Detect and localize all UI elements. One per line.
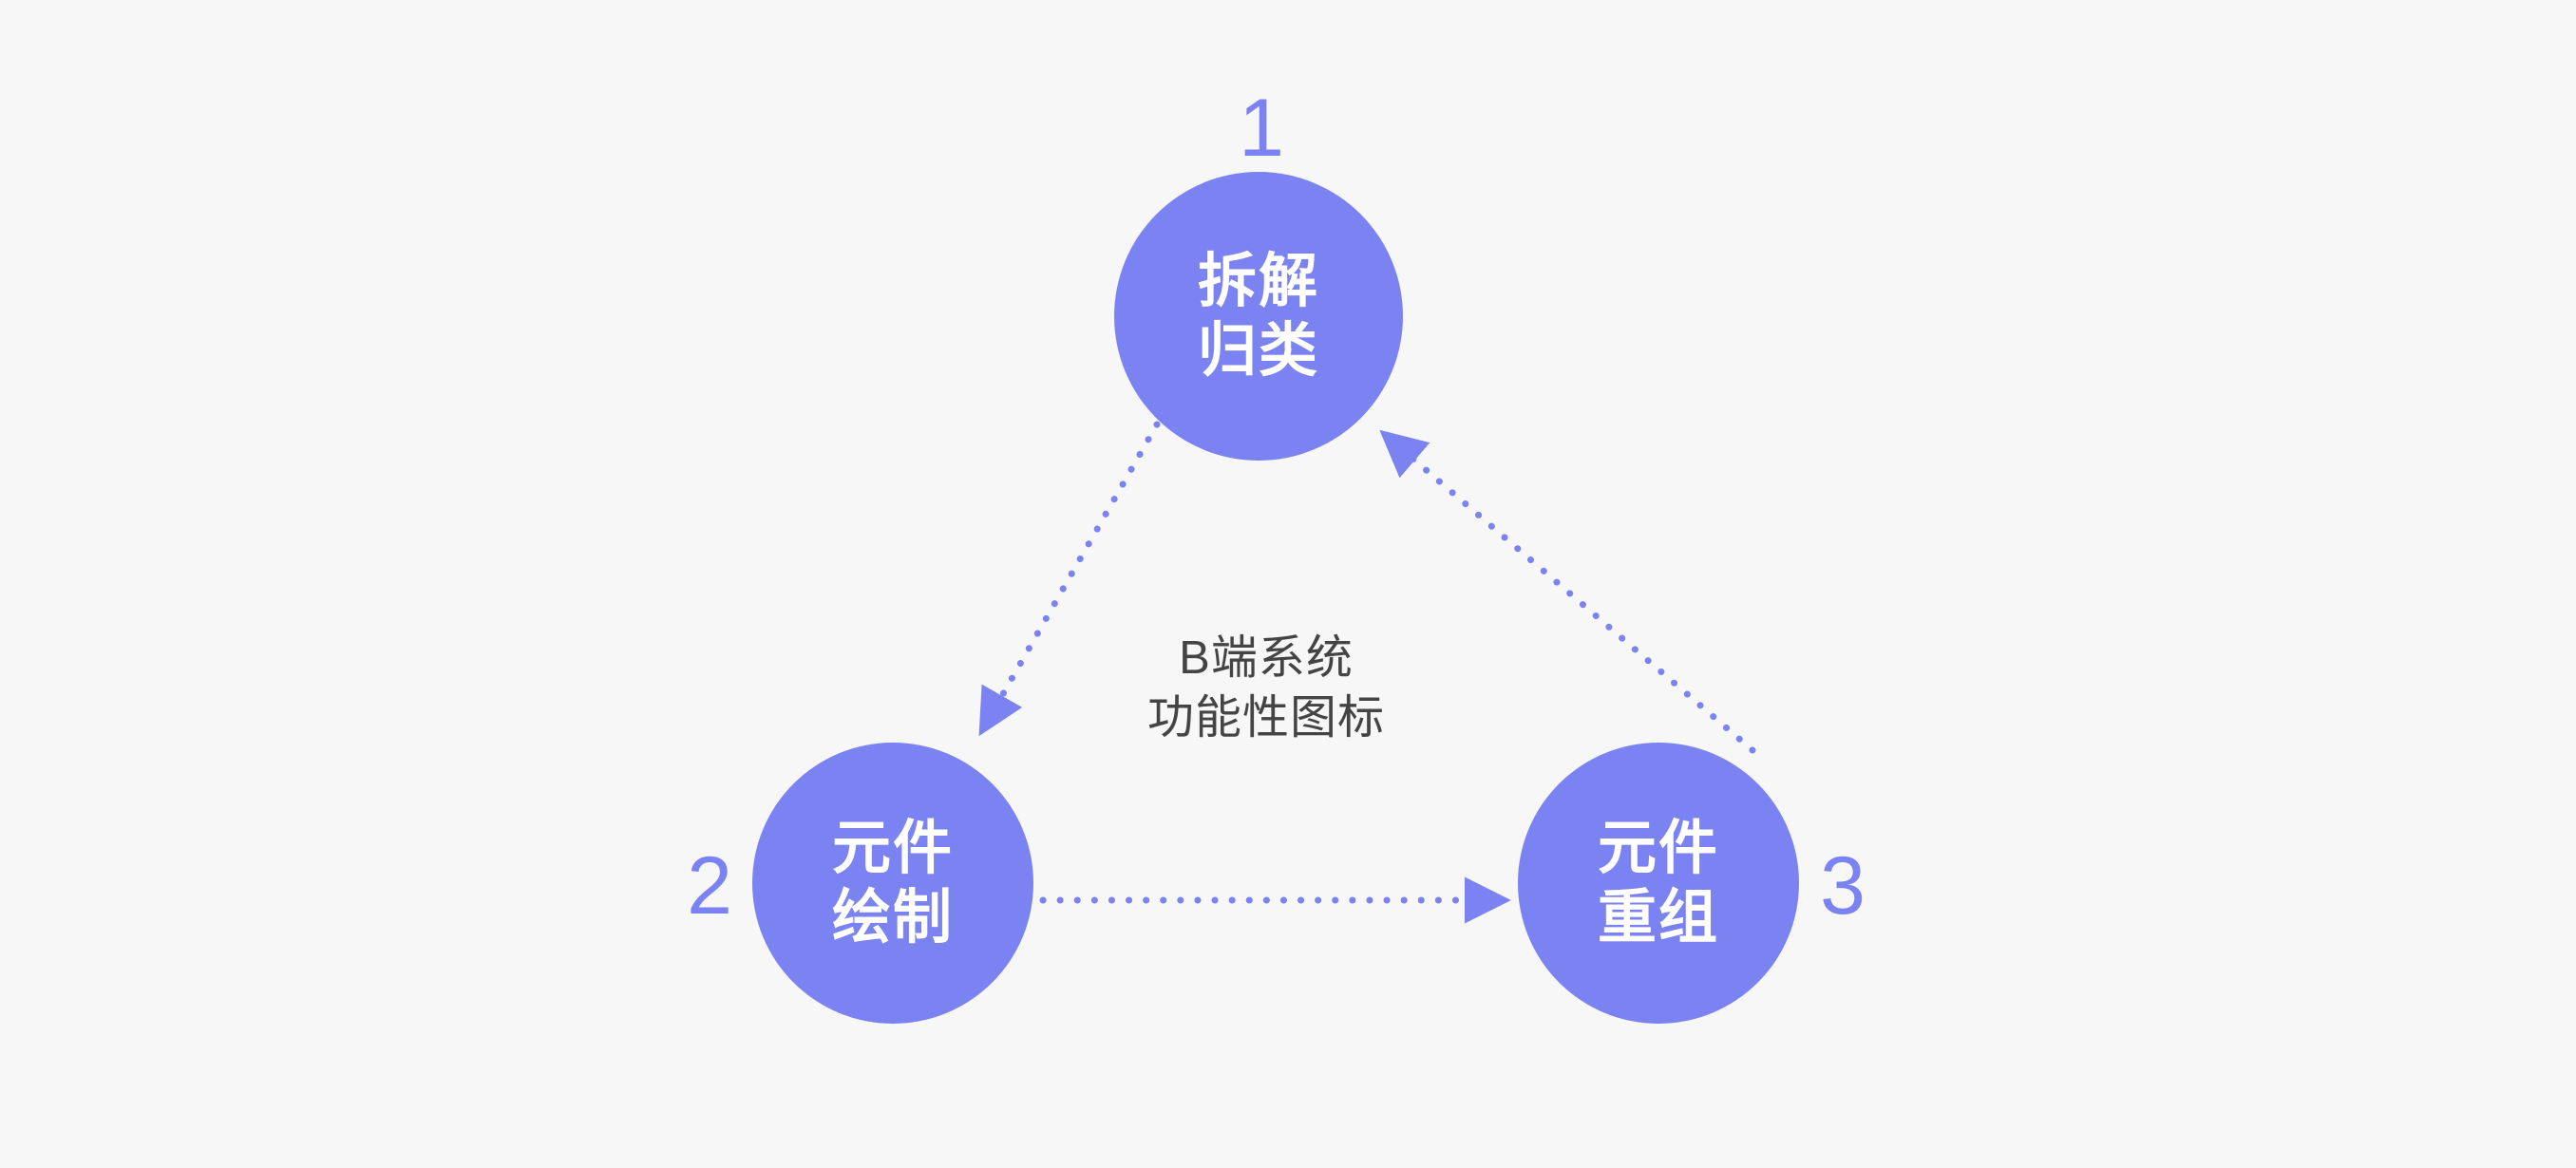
node-1-label-line-1: 拆解 — [1197, 248, 1319, 314]
node-3-label-line-1: 元件 — [1597, 815, 1719, 881]
node-3-label-line-2: 重组 — [1597, 885, 1719, 951]
center-caption-line-2: 功能性图标 — [1146, 691, 1385, 744]
step-number-2: 2 — [687, 840, 732, 932]
center-caption-line-1: B端系统 — [1179, 632, 1354, 684]
edge-3-to-1 — [1379, 429, 1756, 754]
node-1-label-line-2: 归类 — [1197, 318, 1319, 384]
step-number-1: 1 — [1239, 83, 1284, 174]
node-component-recombination[interactable]: 元件 重组 — [1518, 743, 1799, 1024]
node-disassemble-classify[interactable]: 拆解 归类 — [1114, 172, 1403, 461]
node-2-label-line-2: 绘制 — [831, 885, 954, 951]
center-caption: B端系统 功能性图标 — [1086, 629, 1447, 747]
step-number-3: 3 — [1820, 840, 1866, 932]
edge-1-to-2 — [977, 421, 1161, 737]
node-2-label-line-1: 元件 — [831, 815, 954, 881]
node-component-drawing[interactable]: 元件 绘制 — [752, 743, 1033, 1024]
